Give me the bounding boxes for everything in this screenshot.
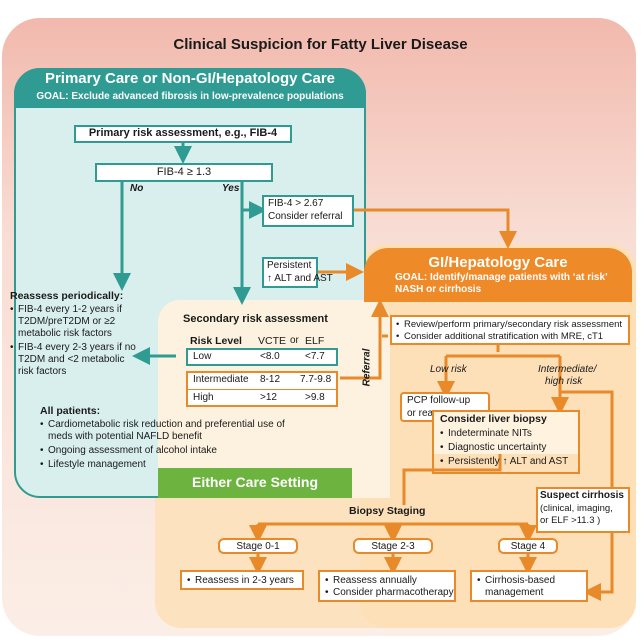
cirrhosis-line2: or ELF >11.3 ) <box>540 515 601 526</box>
gi-goal-line1: GOAL: Identify/manage patients with ‘at … <box>395 272 608 283</box>
fib4-threshold-box <box>95 163 273 182</box>
primary-care-goal: GOAL: Exclude advanced fibrosis in low-p… <box>36 91 344 102</box>
vcte-header: VCTE <box>258 335 287 347</box>
primary-risk-assessment-box <box>74 125 292 143</box>
row-level: Intermediate <box>193 374 249 385</box>
all-patients-box: All patients: Cardiometabolic risk reduc… <box>40 405 310 471</box>
suspect-cirrhosis-box <box>536 487 630 533</box>
biopsy-item: Diagnostic uncertainty <box>440 442 578 454</box>
yes-label: Yes <box>222 183 240 194</box>
no-label: No <box>130 183 144 194</box>
referral-line1: FIB-4 > 2.67 <box>268 198 324 209</box>
review-item: Review/perform primary/secondary risk as… <box>396 319 624 331</box>
reassess-item: FIB-4 every 2-3 years if no T2DM and <2 … <box>10 342 140 378</box>
intermediate-risk-line2: high risk <box>545 376 583 387</box>
stage23-item: Reassess annually <box>325 575 449 587</box>
primary-care-header: Primary Care or Non-GI/Hepatology Care <box>44 70 336 87</box>
stage-2-3-box: Reassess annually Consider pharmacothera… <box>318 570 456 602</box>
stage-4-pill: Stage 4 <box>498 538 558 554</box>
row-vcte: <8.0 <box>260 351 280 362</box>
biopsy-item: Persistently ↑ ALT and AST <box>440 456 578 468</box>
row-elf: >9.8 <box>305 392 325 403</box>
stage23-item: Consider pharmacotherapy <box>325 587 454 599</box>
primary-care-header-bar <box>14 68 366 108</box>
all-patients-item: Lifestyle management <box>40 459 310 471</box>
stage4-item: Cirrhosis-based management <box>477 575 581 599</box>
cirrhosis-title: Suspect cirrhosis <box>540 490 624 501</box>
either-care-bar <box>158 468 352 498</box>
gi-header-box <box>364 248 632 302</box>
stage-4-box: Cirrhosis-based management <box>470 570 588 602</box>
reassess-periodically-box: Reassess periodically: FIB-4 every 1-2 y… <box>10 290 140 388</box>
all-patients-item: Ongoing assessment of alcohol intake <box>40 445 310 457</box>
row-level: High <box>193 392 214 403</box>
all-patients-item: Cardiometabolic risk reduction and prefe… <box>40 419 310 443</box>
or-header: or <box>290 335 299 346</box>
review-item: Consider additional stratification with … <box>396 331 624 343</box>
biopsy-item: Indeterminate NITs <box>440 428 578 440</box>
liver-biopsy-frame <box>432 410 580 474</box>
pcp-line1: PCP follow-up <box>407 395 471 406</box>
main-title: Clinical Suspicion for Fatty Liver Disea… <box>173 36 468 53</box>
fib4-threshold-text: FIB-4 ≥ 1.3 <box>156 166 212 178</box>
low-risk-label: Low risk <box>430 364 467 375</box>
persistent-line1: Persistent <box>267 260 312 271</box>
stage01-item: Reassess in 2-3 years <box>187 575 297 587</box>
review-box: Review/perform primary/secondary risk as… <box>390 315 630 345</box>
either-care-label: Either Care Setting <box>191 474 319 490</box>
row-elf: 7.7-9.8 <box>300 374 332 385</box>
biopsy-staging-title: Biopsy Staging <box>349 505 426 517</box>
stage-2-3-pill: Stage 2-3 <box>353 538 433 554</box>
referral-box <box>262 195 354 227</box>
risk-level-header: Risk Level <box>190 335 242 347</box>
elf-header: ELF <box>305 335 325 347</box>
reassess-item: FIB-4 every 1-2 years if T2DM/preT2DM or… <box>10 304 140 340</box>
stage-0-1-box: Reassess in 2-3 years <box>180 570 304 590</box>
row-vcte: 8-12 <box>260 374 281 385</box>
gi-goal-line2: NASH or cirrhosis <box>395 284 482 295</box>
row-level: Low <box>193 351 212 362</box>
reassess-title: Reassess periodically: <box>10 290 124 302</box>
referral-vertical-label: Referral <box>361 348 373 387</box>
intermediate-risk-line1: Intermediate/ <box>538 364 597 375</box>
row-vcte: >12 <box>260 392 277 403</box>
row-elf: <7.7 <box>305 351 325 362</box>
primary-risk-assessment-text: Primary risk assessment, e.g., FIB-4 <box>88 127 278 139</box>
row-divider <box>188 389 336 390</box>
cirrhosis-line1: (clinical, imaging, <box>540 503 613 514</box>
persistent-line2: ↑ ALT and AST <box>267 273 333 284</box>
referral-line2: Consider referral <box>268 211 343 222</box>
stage-0-1-pill: Stage 0-1 <box>218 538 298 554</box>
persistent-box <box>262 257 318 288</box>
all-patients-title: All patients: <box>40 405 101 417</box>
low-risk-row <box>186 348 338 366</box>
gi-header: GI/Hepatology Care <box>428 254 568 271</box>
biopsy-title: Consider liver biopsy <box>440 413 547 425</box>
secondary-title: Secondary risk assessment <box>183 313 328 325</box>
